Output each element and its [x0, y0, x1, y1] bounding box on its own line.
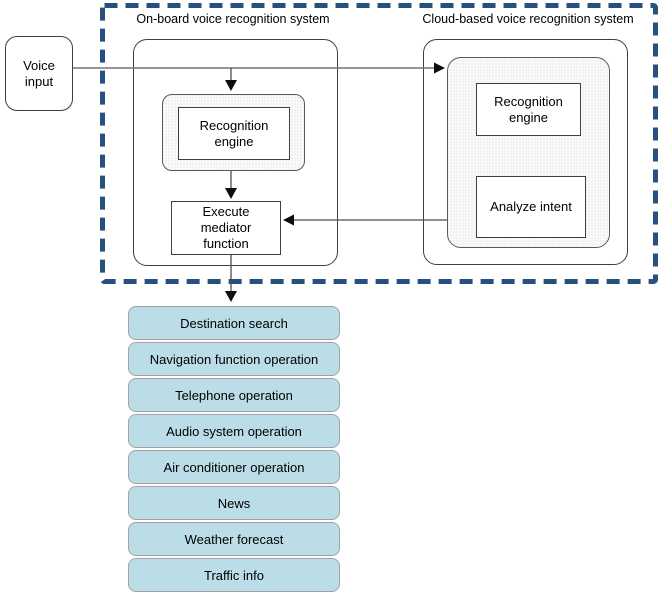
onboard-recognition-engine-label: Recognition engine [199, 117, 269, 149]
function-label: Telephone operation [175, 387, 293, 403]
function-item-destination-search: Destination search [128, 306, 340, 340]
function-label: Audio system operation [166, 423, 302, 439]
voice-input-box: Voice input [5, 36, 73, 111]
function-label: Air conditioner operation [163, 459, 305, 475]
function-label: Traffic info [204, 567, 264, 583]
function-item-traffic: Traffic info [128, 558, 340, 592]
arrowhead-into-functions [225, 291, 237, 302]
function-item-air-conditioner: Air conditioner operation [128, 450, 340, 484]
function-label: Destination search [180, 315, 288, 331]
execute-mediator-box: Execute mediator function [171, 201, 281, 255]
function-label: News [217, 495, 251, 511]
function-item-news: News [128, 486, 340, 520]
cloud-recognition-engine-label: Recognition engine [494, 93, 563, 125]
analyze-intent-box: Analyze intent [476, 176, 586, 238]
function-item-navigation: Navigation function operation [128, 342, 340, 376]
voice-input-label: Voice input [23, 57, 55, 89]
onboard-system-title: On-board voice recognition system [136, 12, 330, 26]
function-item-telephone: Telephone operation [128, 378, 340, 412]
analyze-intent-label: Analyze intent [490, 199, 572, 214]
function-label: Weather forecast [184, 531, 284, 547]
cloud-recognition-engine-box: Recognition engine [476, 83, 581, 136]
function-item-audio: Audio system operation [128, 414, 340, 448]
function-label: Navigation function operation [149, 351, 319, 367]
function-item-weather: Weather forecast [128, 522, 340, 556]
onboard-recognition-engine-box: Recognition engine [178, 107, 290, 160]
execute-mediator-label: Execute mediator function [200, 204, 252, 251]
cloud-system-title: Cloud-based voice recognition system [422, 12, 634, 26]
